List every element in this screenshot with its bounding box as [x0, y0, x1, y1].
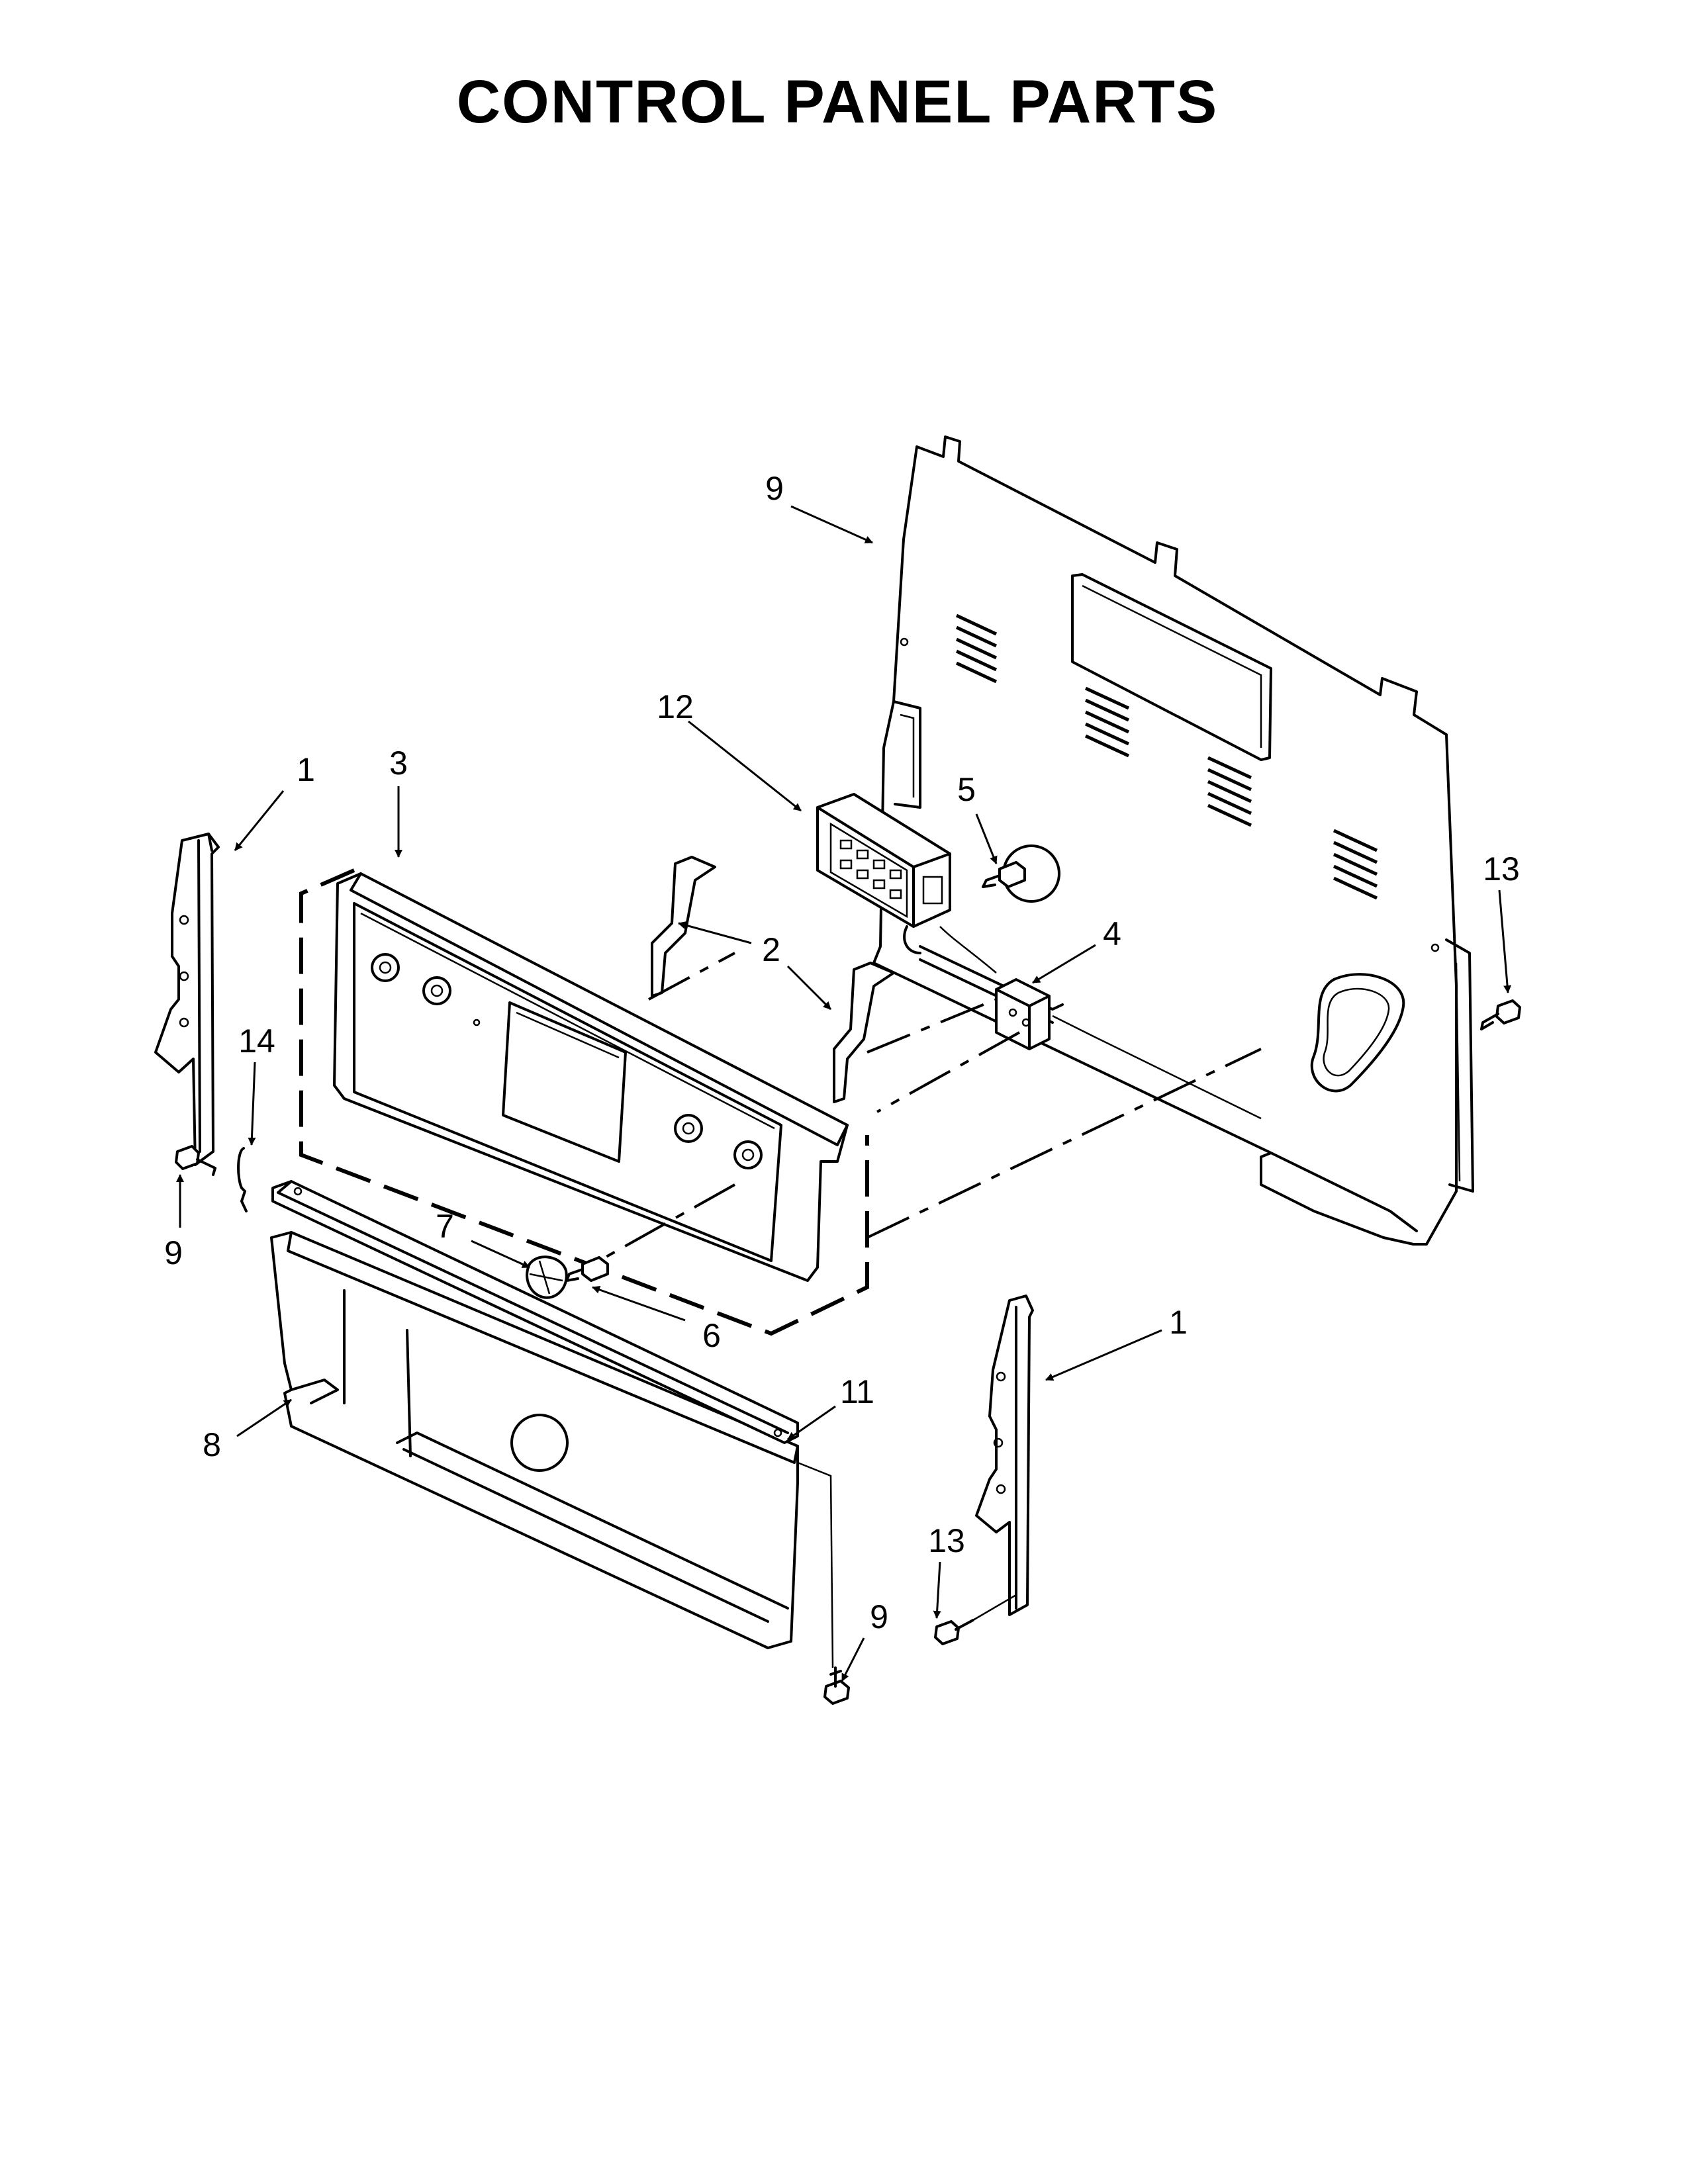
console-control-panel	[299, 868, 869, 1336]
callout-11: 11	[840, 1373, 874, 1410]
screw-9-bottom	[823, 1666, 850, 1705]
callout-8: 8	[203, 1426, 221, 1463]
callout-1-right: 1	[1169, 1304, 1188, 1341]
terminal-block	[995, 978, 1051, 1050]
callout-14: 14	[238, 1023, 275, 1060]
callout-10: 9	[765, 470, 784, 507]
callout-9-left: 9	[164, 1234, 183, 1271]
rear-console-panel	[872, 435, 1474, 1246]
electronic-control-board	[816, 793, 951, 954]
screw-13-bottom	[934, 1619, 974, 1645]
alignment-lines	[598, 926, 1262, 1668]
callout-7: 7	[436, 1208, 454, 1245]
left-side-trim	[154, 833, 220, 1166]
control-knob	[526, 1255, 568, 1299]
callout-2: 2	[762, 931, 780, 968]
right-side-trim	[975, 1295, 1034, 1616]
callout-6: 6	[702, 1317, 721, 1354]
callout-labels: 9 12 3 1 5 2 4 13 14 9 7 6 1 11 8 13 9	[164, 470, 1520, 1635]
callout-3: 3	[389, 745, 408, 782]
knob-holes	[371, 953, 763, 1169]
callout-12: 12	[657, 688, 694, 725]
screw-6	[565, 1256, 609, 1282]
callout-5: 5	[957, 771, 976, 808]
trim-strip	[271, 1180, 799, 1444]
callout-13-bottom: 13	[928, 1522, 965, 1559]
screw-13-right	[1480, 999, 1521, 1030]
callout-4: 4	[1103, 915, 1121, 952]
vent-slots	[955, 614, 1378, 900]
screw-5	[982, 861, 1026, 888]
callout-1-left: 1	[297, 751, 315, 788]
manifold-front-panel	[270, 1231, 799, 1649]
callout-9-bottom: 9	[870, 1598, 888, 1635]
callout-13-right: 13	[1483, 850, 1520, 887]
page-title: CONTROL PANEL PARTS	[457, 68, 1219, 136]
screw-9-left	[175, 1145, 216, 1176]
spring-clip	[237, 1147, 248, 1212]
leader-arrows	[176, 505, 1512, 1682]
